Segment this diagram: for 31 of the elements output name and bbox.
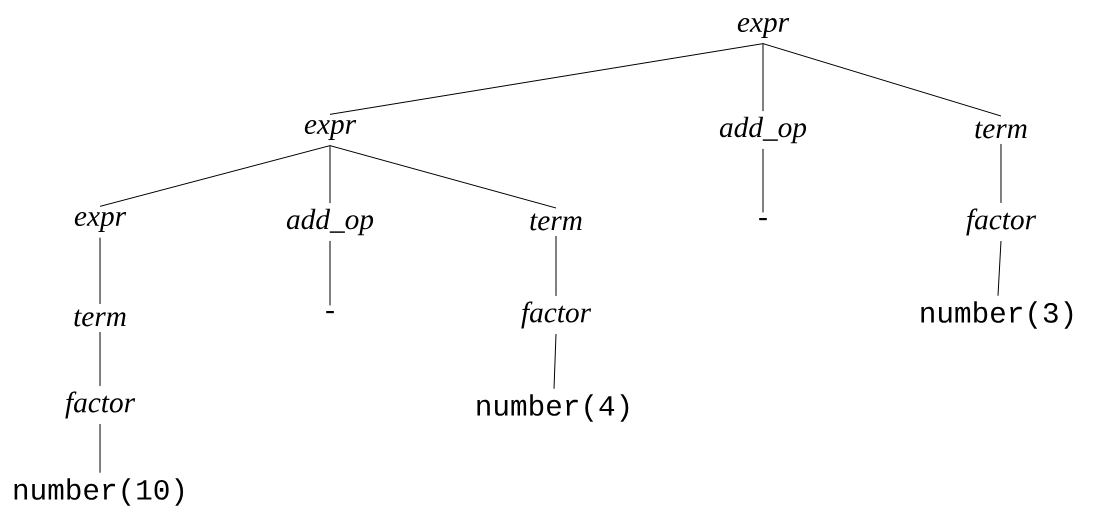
operator-label: - bbox=[759, 218, 767, 221]
tree-branch bbox=[762, 148, 764, 213]
tree-branch bbox=[553, 333, 557, 390]
nonterminal-label: expr bbox=[304, 119, 357, 141]
token-label: number(4) bbox=[477, 394, 629, 422]
nonterminal-label: add_op bbox=[286, 208, 374, 236]
tree-branch bbox=[99, 423, 101, 474]
nonterminal-label: add_op bbox=[719, 116, 807, 144]
tree-branch bbox=[1000, 143, 1002, 204]
nonterminal-label: term bbox=[975, 121, 1027, 139]
tree-branch bbox=[762, 43, 1002, 117]
tree-branch bbox=[329, 145, 331, 204]
token-label: number(10) bbox=[14, 478, 184, 506]
tree-branch bbox=[99, 145, 331, 207]
nonterminal-label: term bbox=[74, 309, 126, 327]
tree-branch bbox=[997, 240, 1002, 297]
nonterminal-label: expr bbox=[74, 211, 127, 233]
tree-branch bbox=[555, 235, 557, 297]
token-label: number(3) bbox=[921, 301, 1073, 329]
nonterminal-label: term bbox=[530, 213, 582, 231]
tree-branch bbox=[762, 43, 764, 112]
operator-label: - bbox=[326, 311, 334, 314]
tree-branch bbox=[329, 43, 764, 115]
tree-branch bbox=[99, 237, 101, 305]
nonterminal-label: factor bbox=[521, 301, 592, 329]
tree-branch bbox=[329, 240, 331, 306]
tree-branch bbox=[329, 145, 557, 209]
nonterminal-label: expr bbox=[737, 17, 790, 39]
nonterminal-label: factor bbox=[966, 208, 1037, 236]
tree-branch bbox=[99, 331, 101, 387]
nonterminal-label: factor bbox=[65, 391, 136, 419]
